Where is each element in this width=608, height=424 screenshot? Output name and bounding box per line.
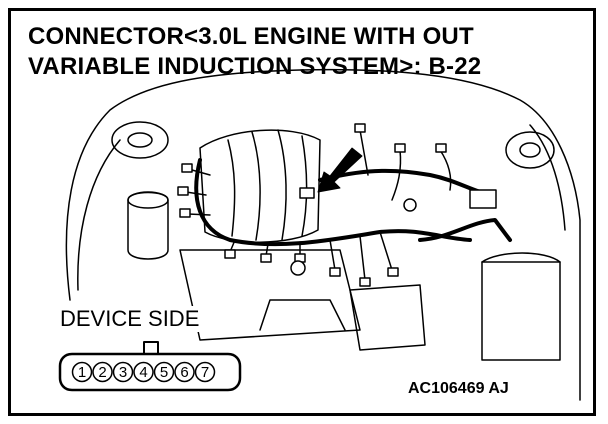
pin-7-circle: [194, 361, 216, 383]
air-cleaner: [349, 284, 426, 351]
pin-4-circle: [133, 361, 154, 383]
left-strut-tower: [111, 121, 169, 159]
pointer-arrow: [317, 147, 363, 193]
page-title: CONNECTOR<3.0L ENGINE WITH OUT VARIABLE …: [28, 22, 481, 82]
pin-5-circle: [153, 361, 175, 383]
right-strut-tower: [505, 131, 555, 169]
wiring-harness-upper: [318, 168, 492, 197]
pin-7-label: 7: [201, 364, 209, 381]
battery-box: [481, 261, 561, 361]
fender-left: [77, 139, 121, 291]
title-line-1: CONNECTOR<3.0L ENGINE WITH OUT: [28, 23, 474, 50]
figure-code: AC106469 AJ: [408, 380, 509, 397]
diagram-frame: [8, 8, 596, 416]
pin-5-label: 5: [160, 364, 168, 381]
pin-6-label: 6: [180, 364, 188, 381]
pin-2-circle: [92, 361, 113, 383]
pin-4-label: 4: [139, 364, 147, 381]
pin-3-circle: [112, 361, 134, 383]
pin-1-circle: [71, 361, 93, 383]
title-line-2: VARIABLE INDUCTION SYSTEM>: B-22: [28, 53, 482, 80]
pin-2-label: 2: [98, 364, 106, 381]
hood-outline: [65, 68, 581, 401]
wiring-harness-right: [418, 218, 512, 242]
pin-6-circle: [174, 361, 195, 383]
engine-block: [179, 249, 361, 341]
pin-3-label: 3: [119, 364, 127, 381]
pin-1-label: 1: [78, 364, 86, 381]
device-side-label: DEVICE SIDE: [56, 306, 204, 332]
coolant-reservoir: [127, 191, 169, 260]
fender-right: [529, 124, 566, 231]
wiring-harness-main: [194, 158, 472, 247]
